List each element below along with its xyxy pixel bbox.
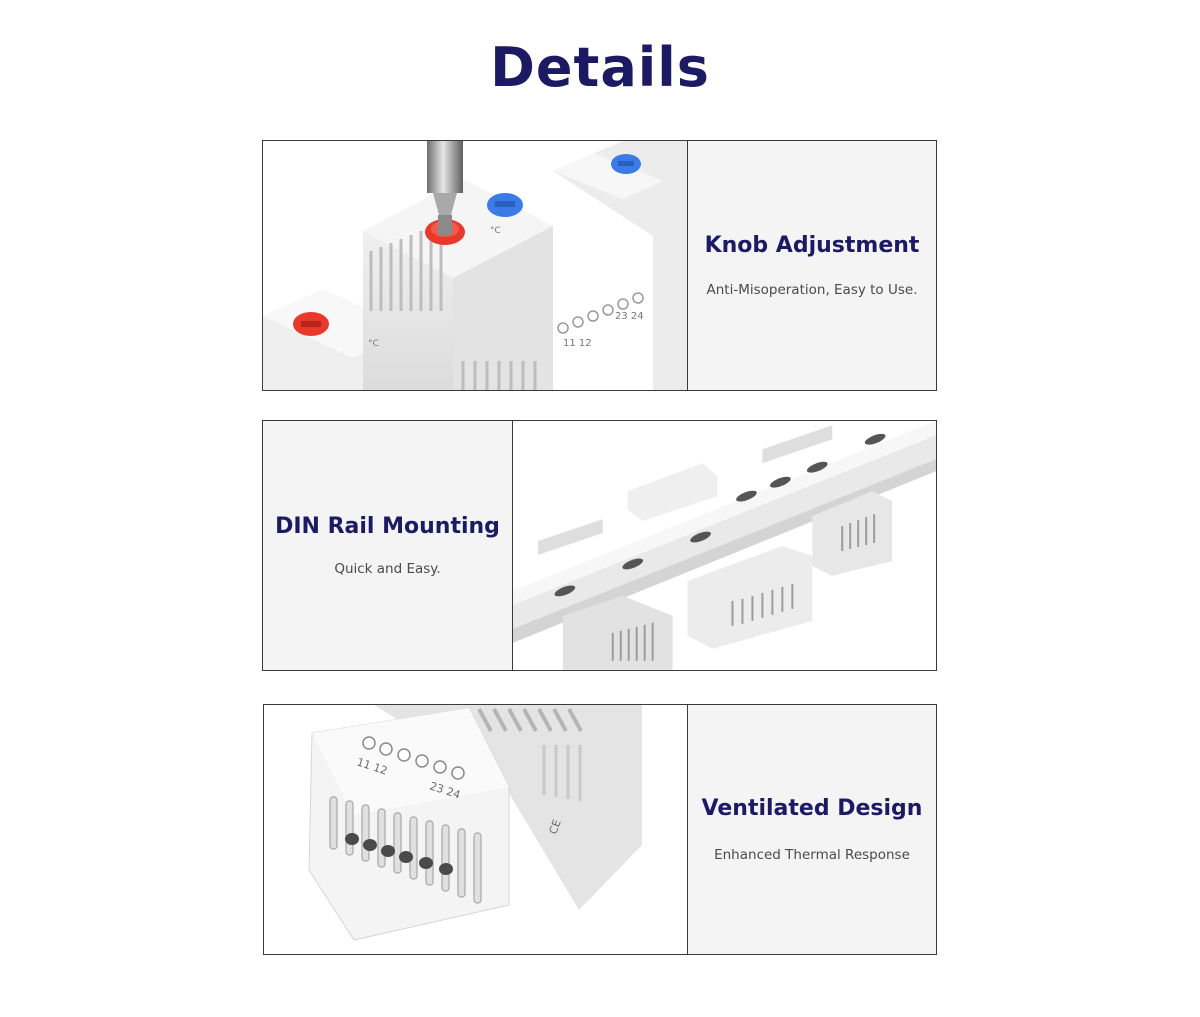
terminal-holes <box>362 736 465 780</box>
screwdriver <box>427 141 463 235</box>
celsius-label-front: °C <box>368 339 379 349</box>
thermostat-unit-right <box>812 491 893 576</box>
feature-title: Ventilated Design <box>701 796 923 821</box>
rail-slots <box>554 433 886 597</box>
blue-knob <box>487 193 523 217</box>
ce-mark: CE <box>547 818 564 836</box>
din-rail-caption: DIN Rail Mounting Quick and Easy. <box>263 421 513 670</box>
feature-panel-knob-adjustment: 11 12 23 24 °C °C Knob Adjustment Anti-M… <box>262 140 937 391</box>
terminal-label-left: 11 12 <box>563 338 592 349</box>
thermostat-unit-center <box>687 545 813 649</box>
din-rail-photo <box>513 421 936 670</box>
blue-knob-back <box>611 154 641 174</box>
thermostat-unit-left <box>562 595 673 670</box>
ventilated-design-photo: 11 12 23 24 CE <box>264 705 688 954</box>
terminal-label-right: 23 24 <box>615 311 644 322</box>
knob-adjustment-caption: Knob Adjustment Anti-Misoperation, Easy … <box>688 141 936 390</box>
red-knob-front <box>293 312 329 336</box>
cable-holes <box>345 833 453 875</box>
feature-subtitle: Quick and Easy. <box>334 561 441 577</box>
din-rail-illustration <box>513 421 936 670</box>
page-title: Details <box>490 36 710 99</box>
feature-subtitle: Enhanced Thermal Response <box>714 847 910 863</box>
ventilated-unit-illustration: 11 12 23 24 CE <box>264 705 687 954</box>
feature-panel-din-rail: DIN Rail Mounting Quick and Easy. <box>262 420 937 671</box>
feature-title: Knob Adjustment <box>704 233 920 258</box>
feature-subtitle: Anti-Misoperation, Easy to Use. <box>706 282 918 298</box>
thermostat-knob-illustration: 11 12 23 24 °C °C <box>263 141 687 390</box>
feature-panel-ventilated-design: 11 12 23 24 CE Ventilated Design Enhance… <box>263 704 937 955</box>
knob-adjustment-photo: 11 12 23 24 °C °C <box>263 141 688 390</box>
ventilated-design-caption: Ventilated Design Enhanced Thermal Respo… <box>688 705 936 954</box>
feature-title: DIN Rail Mounting <box>275 514 500 539</box>
celsius-label: °C <box>490 226 501 236</box>
